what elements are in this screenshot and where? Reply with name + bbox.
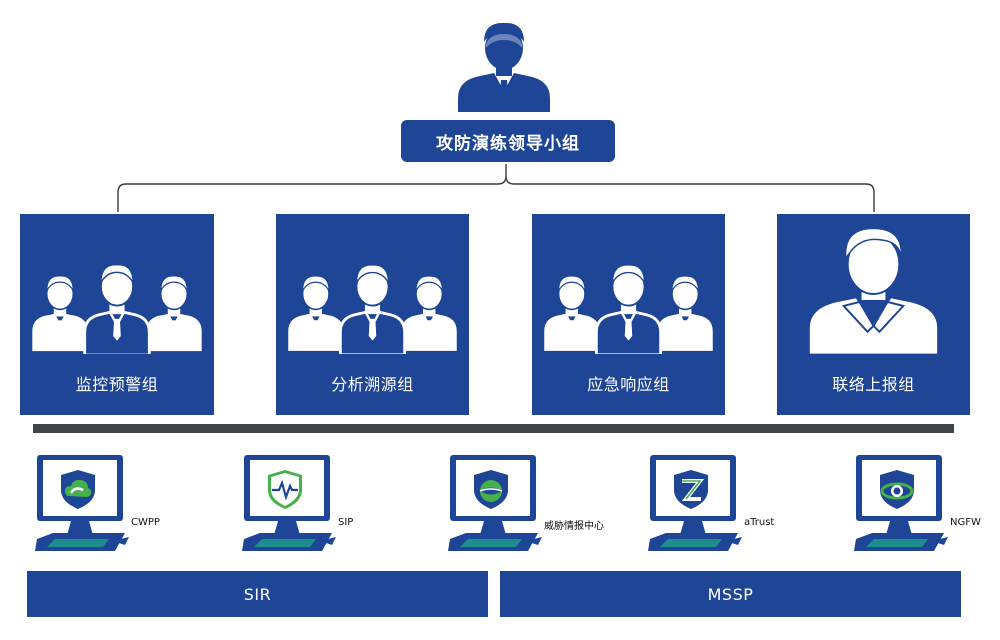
group-liaison: 联络上报组 xyxy=(777,214,970,415)
device-label: 威胁情报中心 xyxy=(544,521,604,532)
device-ngfw: NGFW xyxy=(852,453,981,558)
device-label: SIP xyxy=(338,517,354,528)
group-label: 监控预警组 xyxy=(75,375,159,394)
device-cwpp: CWPP xyxy=(33,453,160,558)
group-label: 应急响应组 xyxy=(587,375,670,394)
cloud-shield-logo-icon xyxy=(61,470,95,509)
group-response: 应急响应组 xyxy=(532,214,725,415)
group-analysis: 分析溯源组 xyxy=(276,214,469,415)
globe-shield-logo-icon xyxy=(474,470,508,509)
device-label: NGFW xyxy=(950,517,981,528)
group-label: 分析溯源组 xyxy=(331,375,414,394)
z-shield-logo-icon xyxy=(674,470,708,509)
person-icon xyxy=(809,227,938,354)
device-label: aTrust xyxy=(744,517,775,528)
person-tie-icon xyxy=(458,22,550,112)
device-label: CWPP xyxy=(131,517,160,528)
team-icon xyxy=(288,264,457,354)
team-icon xyxy=(544,264,713,354)
platform-sir: SIR xyxy=(27,571,488,617)
group-monitoring: 监控预警组 xyxy=(20,214,214,415)
device-sip: SIP xyxy=(240,453,353,558)
group-label: 联络上报组 xyxy=(832,375,915,394)
divider-bar xyxy=(33,424,954,433)
device-threat-intel: 威胁情报中心 xyxy=(446,453,604,558)
platform-mssp: MSSP xyxy=(500,571,961,617)
team-icon xyxy=(32,264,202,354)
pulse-shield-logo-icon xyxy=(268,470,302,509)
leader-box: 攻防演练领导小组 xyxy=(401,120,615,162)
device-atrust: aTrust xyxy=(646,453,774,558)
ring-shield-logo-icon xyxy=(880,470,914,509)
